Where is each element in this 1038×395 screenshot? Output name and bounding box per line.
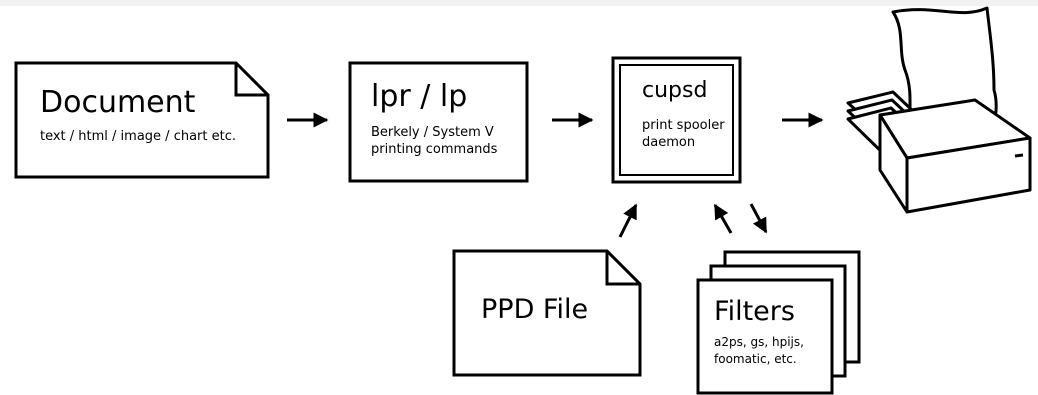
lpr-box xyxy=(348,61,529,183)
filters-sheet-front xyxy=(696,278,834,395)
lpr-title: lpr / lp xyxy=(371,79,468,114)
document-box xyxy=(14,61,270,179)
document-fold xyxy=(234,63,268,97)
arrow-icon xyxy=(618,203,638,238)
filters-line1: a2ps, gs, hpijs, xyxy=(714,335,804,349)
lpr-line1: Berkely / System V xyxy=(371,125,494,140)
document-title: Document xyxy=(40,85,196,120)
ppd-fold xyxy=(605,251,640,286)
top-border xyxy=(0,0,1038,6)
cupsd-inner-box xyxy=(619,64,734,176)
filters-title: Filters xyxy=(714,296,795,327)
cupsd-line1: print spooler xyxy=(642,118,725,133)
printer-icon xyxy=(846,6,1032,214)
document-subtitle: text / html / image / chart etc. xyxy=(40,129,236,144)
filters-line2: foomatic, etc. xyxy=(714,352,797,366)
arrow-icon xyxy=(713,203,733,234)
cupsd-title: cupsd xyxy=(642,78,708,103)
arrow-icon xyxy=(749,203,768,234)
cupsd-line2: daemon xyxy=(642,135,696,150)
ppd-box xyxy=(452,249,642,377)
ppd-title: PPD File xyxy=(481,294,589,325)
lpr-line2: printing commands xyxy=(371,142,498,157)
